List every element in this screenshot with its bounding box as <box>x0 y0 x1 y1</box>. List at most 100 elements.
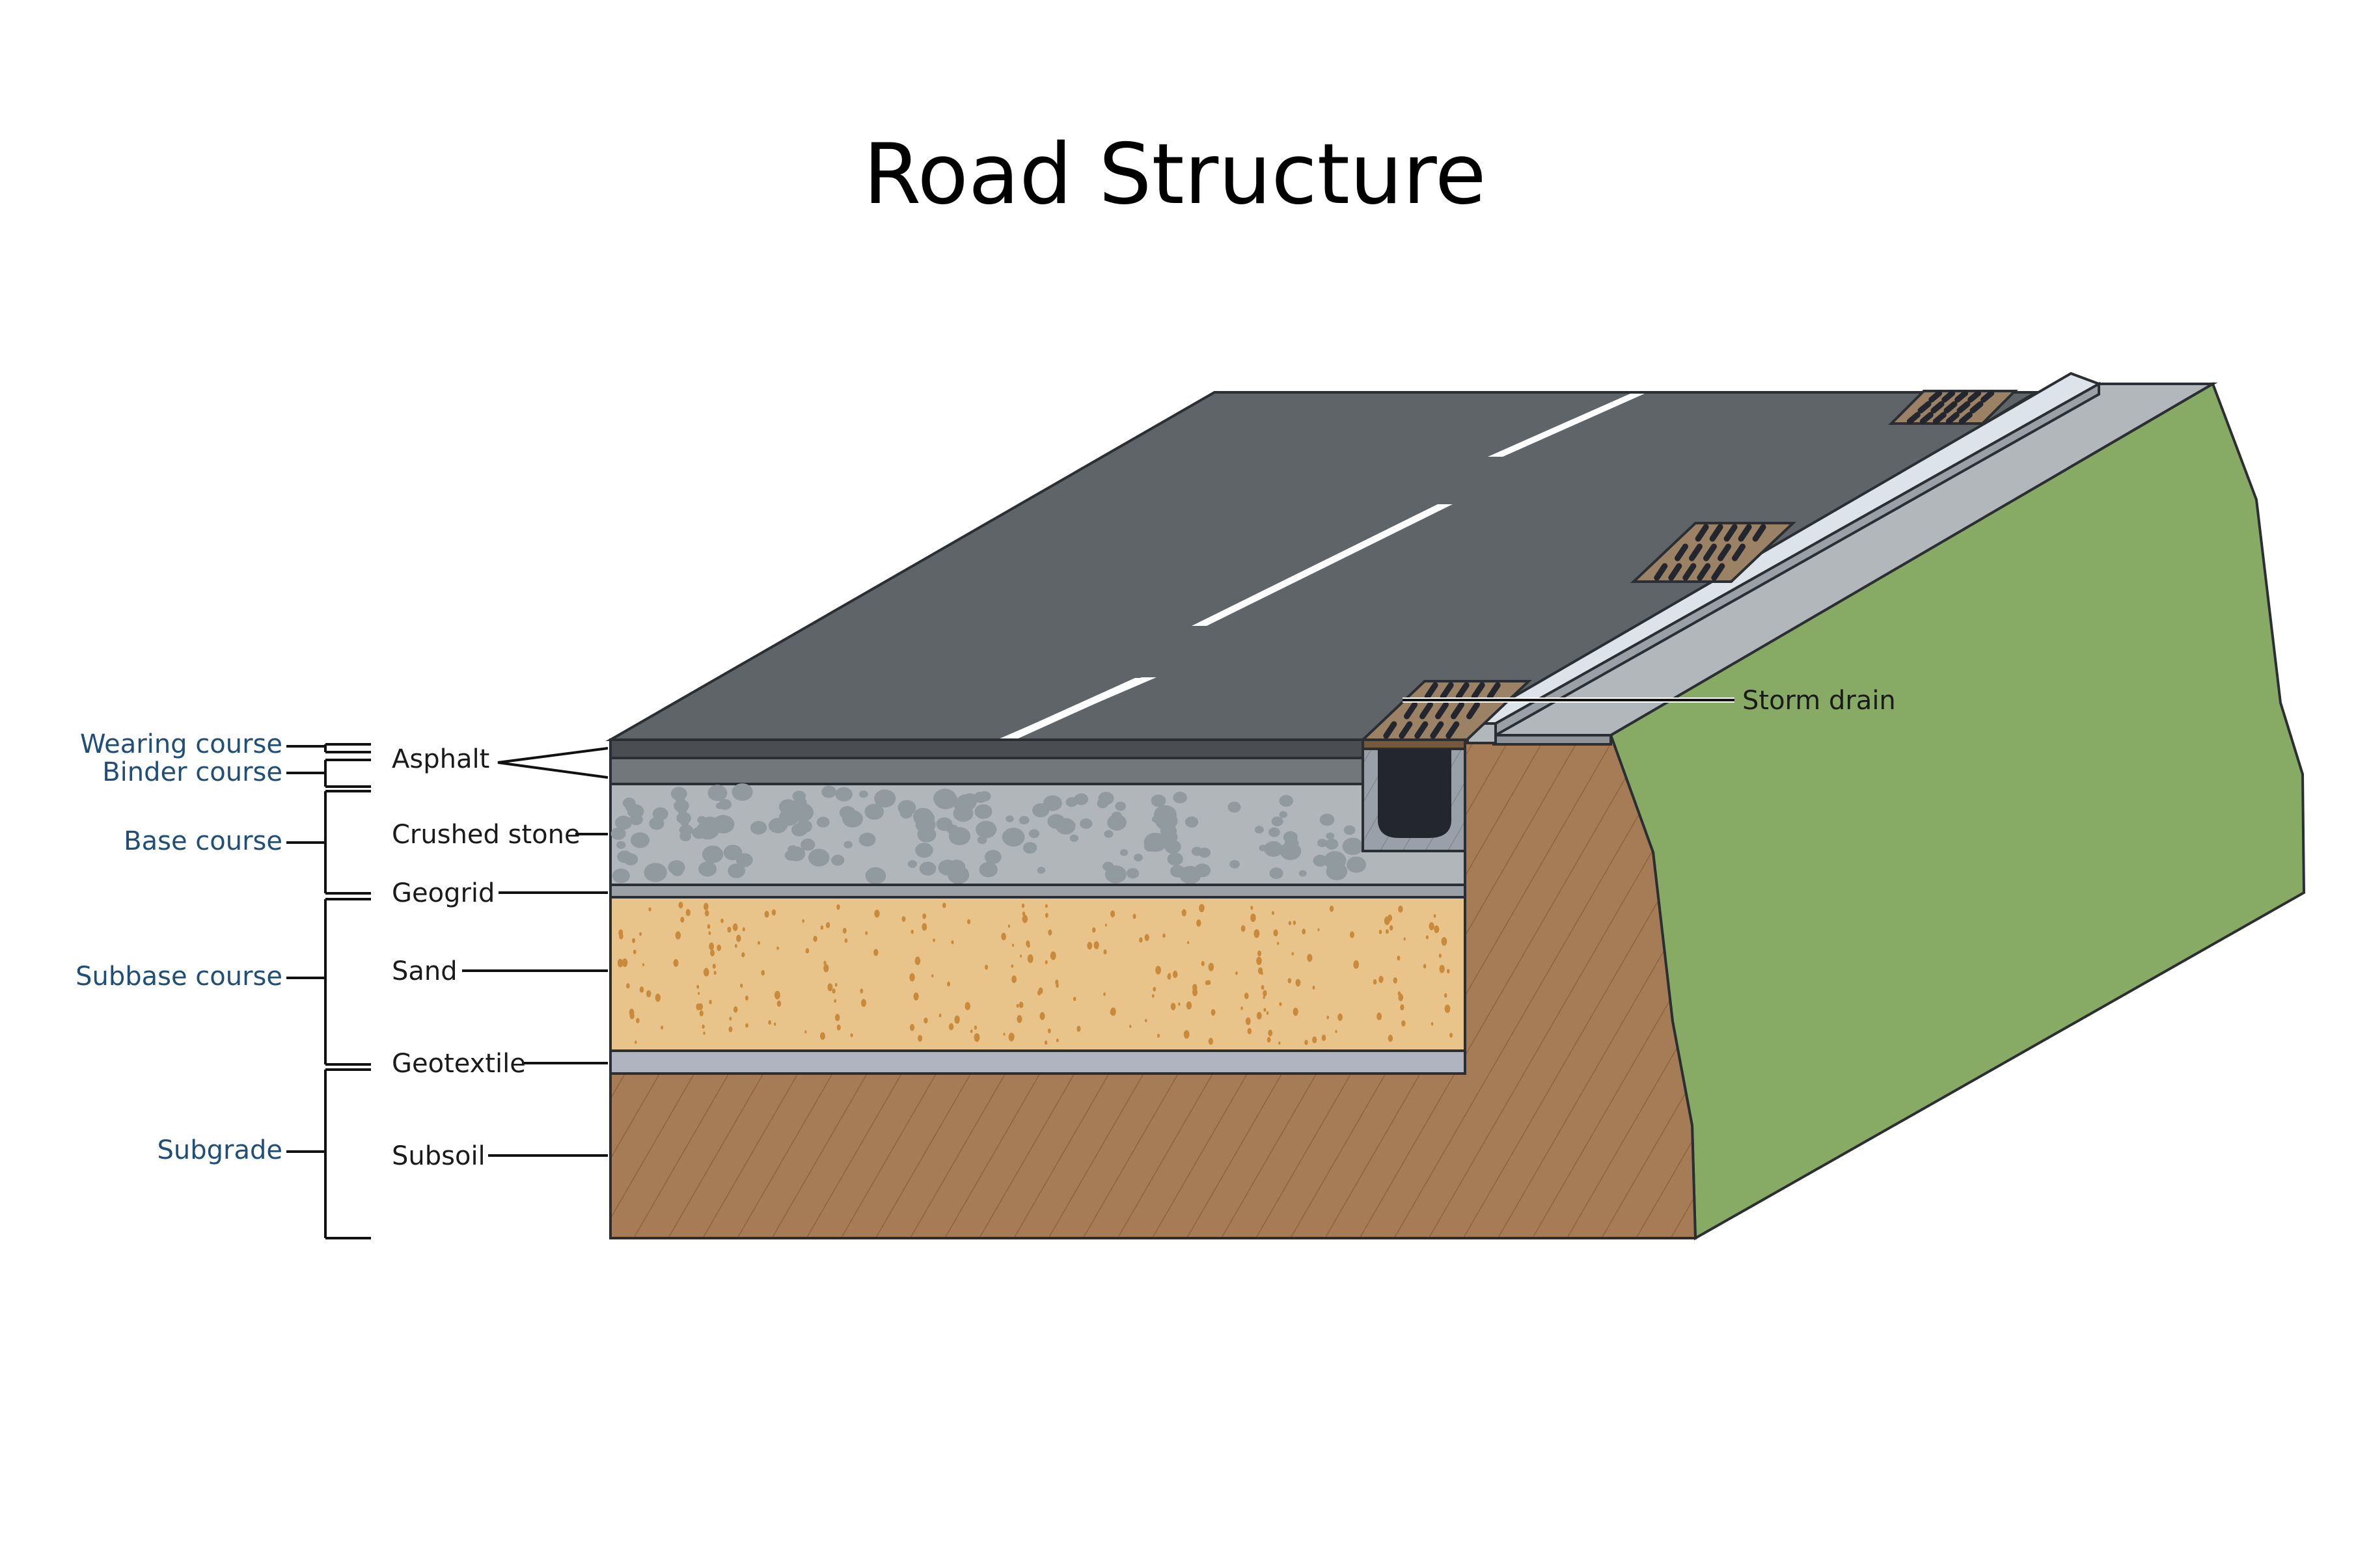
sand-particle <box>1026 943 1030 948</box>
stone-particle <box>874 789 896 807</box>
stone-particle <box>953 805 974 822</box>
stone-particle <box>984 850 1002 864</box>
sand-particle <box>911 929 914 934</box>
sand-particle <box>742 927 745 932</box>
lane-marking <box>1192 504 1453 626</box>
stone-particle <box>1133 854 1143 861</box>
stone-particle <box>864 804 884 820</box>
sand-particle <box>678 901 683 909</box>
stone-particle <box>1343 825 1356 835</box>
sand-particle <box>1439 965 1445 973</box>
sand-particle <box>633 949 637 954</box>
sand-particle <box>1045 960 1048 965</box>
sand-particle <box>1020 954 1022 958</box>
group-label-subbase-course: Subbase course <box>75 962 282 992</box>
stone-particle <box>842 810 863 828</box>
sand-particle <box>1266 1011 1269 1015</box>
stone-particle <box>915 816 936 833</box>
sand-particle <box>642 963 644 967</box>
sand-particle <box>685 909 691 917</box>
sand-particle <box>1393 977 1398 984</box>
stone-particle <box>1151 794 1166 807</box>
sand-particle <box>913 992 919 1001</box>
sand-particle <box>629 1012 635 1020</box>
sand-particle <box>1444 1004 1451 1013</box>
sand-particle <box>1027 954 1034 964</box>
stone-particle <box>1179 865 1201 884</box>
sand-particle <box>1398 905 1403 913</box>
stone-particle <box>1065 797 1078 807</box>
group-label-wearing-course: Wearing course <box>80 729 282 759</box>
sand-particle <box>909 1023 915 1031</box>
material-label-subsoil: Subsoil <box>392 1141 486 1171</box>
sand-particle <box>1400 1004 1404 1011</box>
sand-particle <box>1335 1030 1337 1033</box>
sand-particle <box>1257 967 1263 975</box>
stone-particle <box>801 838 815 851</box>
sand-particle <box>771 909 776 916</box>
sand-particle <box>1008 1033 1015 1042</box>
sand-particle <box>1261 984 1265 990</box>
sand-particle <box>1373 979 1377 985</box>
sand-particle <box>741 952 745 958</box>
sand-particle <box>776 1000 782 1007</box>
sand-particle <box>850 1033 853 1038</box>
grate-slot <box>1752 524 1766 542</box>
stone-particle <box>719 799 732 810</box>
stone-particle <box>778 799 798 815</box>
sand-particle <box>1050 951 1056 960</box>
grate-slot <box>1906 412 1921 425</box>
stone-particle <box>698 861 717 877</box>
stone-particle <box>679 831 691 841</box>
sand-particle <box>768 1020 771 1025</box>
sand-particle <box>938 1013 942 1018</box>
sand-particle <box>942 902 946 908</box>
grate-slot <box>1732 543 1746 561</box>
sand-particle <box>1178 1002 1181 1006</box>
sand-particle <box>1019 1001 1024 1008</box>
group-label-base-course: Base course <box>124 826 282 856</box>
stone-particle <box>1074 793 1089 805</box>
sand-particle <box>805 948 810 954</box>
sand-particle <box>922 913 927 919</box>
stone-particle <box>936 817 953 831</box>
sand-particle <box>860 988 864 994</box>
stone-particle <box>907 860 917 868</box>
sand-particle <box>776 946 779 951</box>
sand-particle <box>1321 1034 1326 1042</box>
sand-particle <box>1093 941 1099 949</box>
sand-particle <box>1244 992 1249 999</box>
sand-particle <box>1039 1012 1045 1020</box>
sand-particle <box>1153 986 1157 992</box>
sand-particle <box>1326 1015 1330 1020</box>
sand-particle <box>1157 1033 1160 1038</box>
geotextile-layer <box>609 1049 1466 1075</box>
stone-particle <box>649 817 664 830</box>
stone-particle <box>735 853 753 867</box>
stone-particle <box>1104 830 1114 838</box>
sand-particle <box>698 992 700 995</box>
stone-particle <box>1022 842 1037 854</box>
sand-particle <box>1187 941 1190 944</box>
sand-particle <box>655 994 661 1002</box>
stone-particle <box>1104 865 1127 884</box>
stone-particle <box>1080 818 1093 829</box>
grate-slot <box>1471 682 1485 700</box>
grate-slot <box>1941 390 1956 403</box>
sand-particle <box>712 964 716 969</box>
sand-particle <box>826 922 830 928</box>
sand-particle <box>1003 1033 1006 1036</box>
stone-particle <box>1254 826 1264 834</box>
sand-particle <box>1250 913 1256 923</box>
sand-particle <box>1172 970 1178 979</box>
sand-particle <box>1022 914 1028 923</box>
asphalt-leader <box>497 747 609 779</box>
sand-particle <box>696 984 700 989</box>
sand-particle <box>636 1018 640 1023</box>
stone-particle <box>1326 832 1335 840</box>
sand-particle <box>974 1033 980 1042</box>
grate-slot <box>1682 563 1697 581</box>
sand-particle <box>1056 983 1059 988</box>
grate-slot <box>1399 721 1413 739</box>
sand-particle <box>1192 988 1198 997</box>
